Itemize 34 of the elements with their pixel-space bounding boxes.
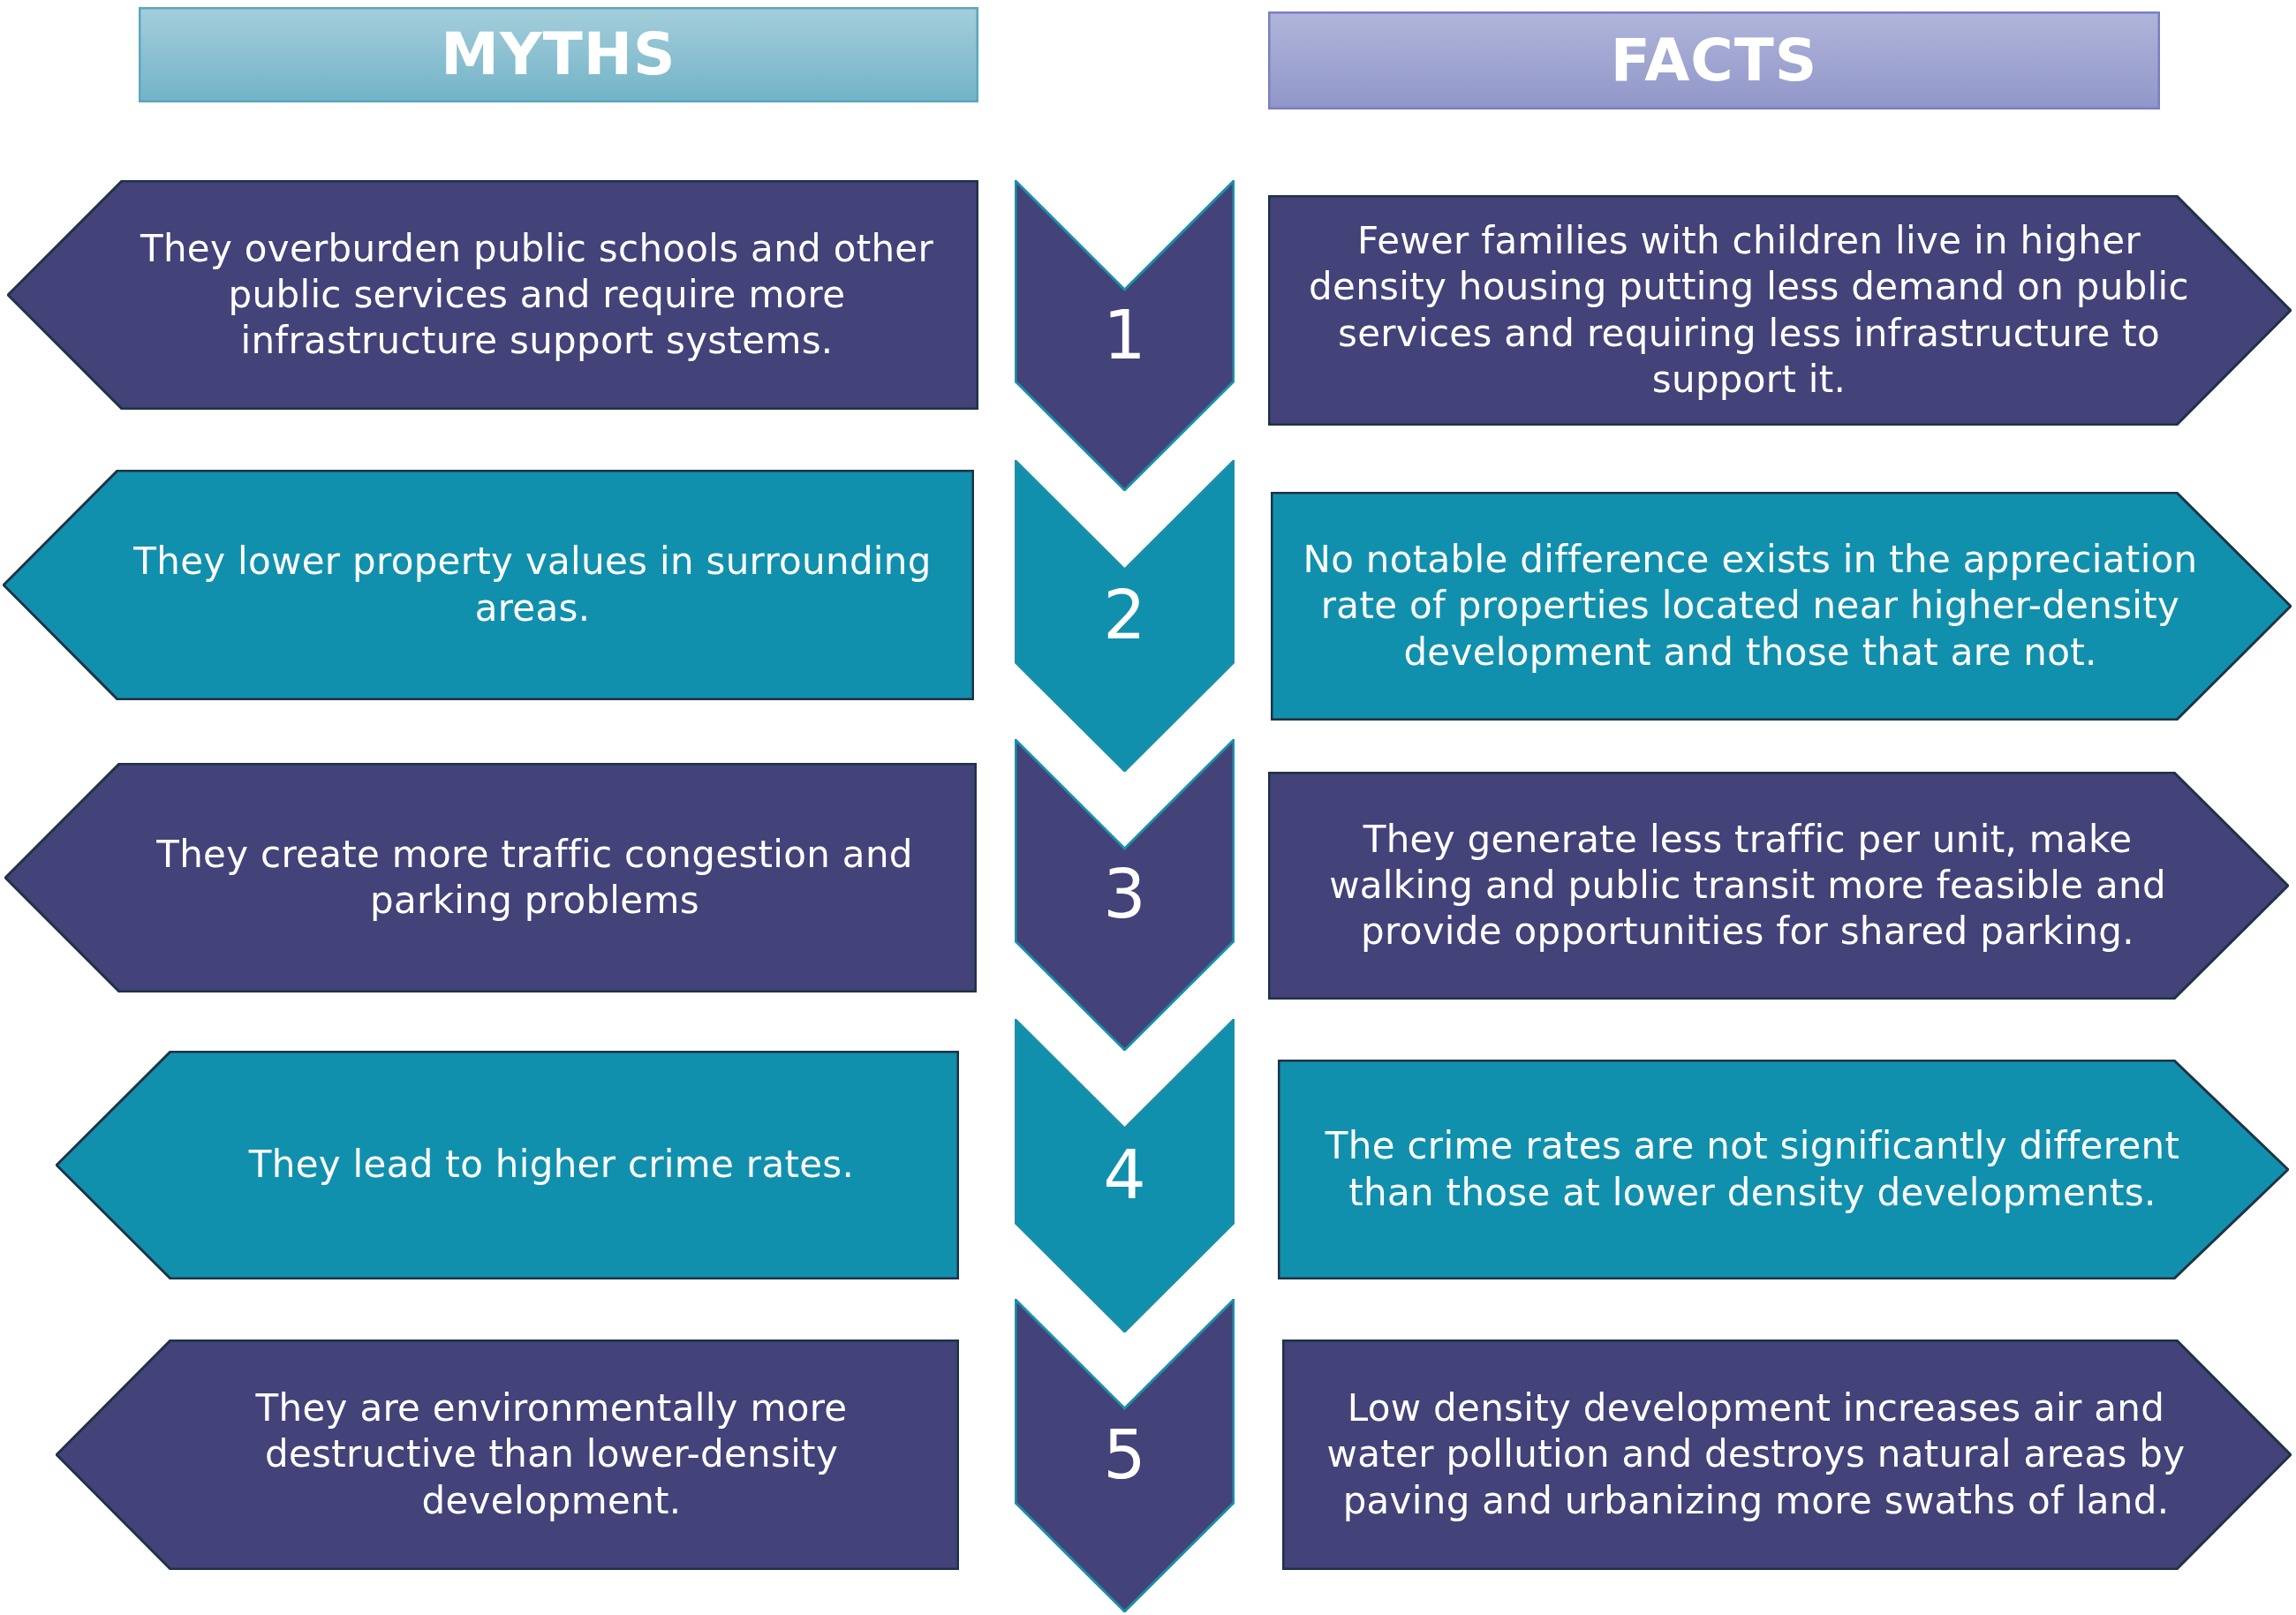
fact-text: No notable difference exists in the appreciation rate of properties located near higher-density development and those that are not.: [1302, 537, 2199, 675]
fact-box: [1268, 195, 2292, 426]
myth-text: They overburden public schools and other public services and require more infrastructure support systems.: [139, 225, 935, 365]
fact-text: Fewer families with children live in higher density housing putting less demand on public services and requiring less infrastructure to support it.: [1308, 218, 2190, 403]
myth-box: [3, 470, 974, 700]
numbered-step-marker: [1015, 460, 1235, 772]
fact-text: They generate less traffic per unit, make walking and public transit more feasible and provide opportunities for shared parking.: [1328, 816, 2167, 955]
header-text: MYTHS: [441, 19, 676, 91]
step-number: 4: [1103, 1135, 1146, 1217]
numbered-step-marker: [1015, 1299, 1235, 1612]
myth-text: They lower property values in surrounding areas.: [132, 539, 933, 631]
myth-box: [56, 1340, 959, 1570]
step-number: 5: [1103, 1415, 1146, 1497]
step-number: 3: [1103, 854, 1146, 936]
step-number: 2: [1103, 575, 1146, 657]
fact-box: [1271, 492, 2292, 721]
fact-text: Low density development increases air and water pollution and destroys natural areas by paving and urbanizing more swaths of land.: [1325, 1385, 2186, 1524]
fact-box: [1282, 1340, 2292, 1570]
column-header: [139, 7, 978, 102]
column-header: [1268, 11, 2160, 109]
myth-text: They are environmentally more destructive than lower-density development.: [254, 1385, 849, 1524]
numbered-step-marker: [1015, 739, 1235, 1051]
myth-text: They create more traffic congestion and parking problems: [155, 831, 914, 924]
fact-text: The crime rates are not significantly different than those at lower density developments.: [1324, 1123, 2181, 1216]
header-text: FACTS: [1610, 25, 1818, 96]
step-number: 1: [1103, 294, 1146, 376]
fact-box: [1268, 772, 2289, 1000]
myth-box: [4, 763, 977, 992]
numbered-step-marker: [1015, 180, 1235, 491]
myth-box: [56, 1051, 959, 1279]
fact-box: [1278, 1060, 2289, 1279]
myth-box: [7, 180, 978, 410]
numbered-step-marker: [1015, 1019, 1235, 1332]
myth-text: They lead to higher crime rates.: [248, 1142, 855, 1189]
